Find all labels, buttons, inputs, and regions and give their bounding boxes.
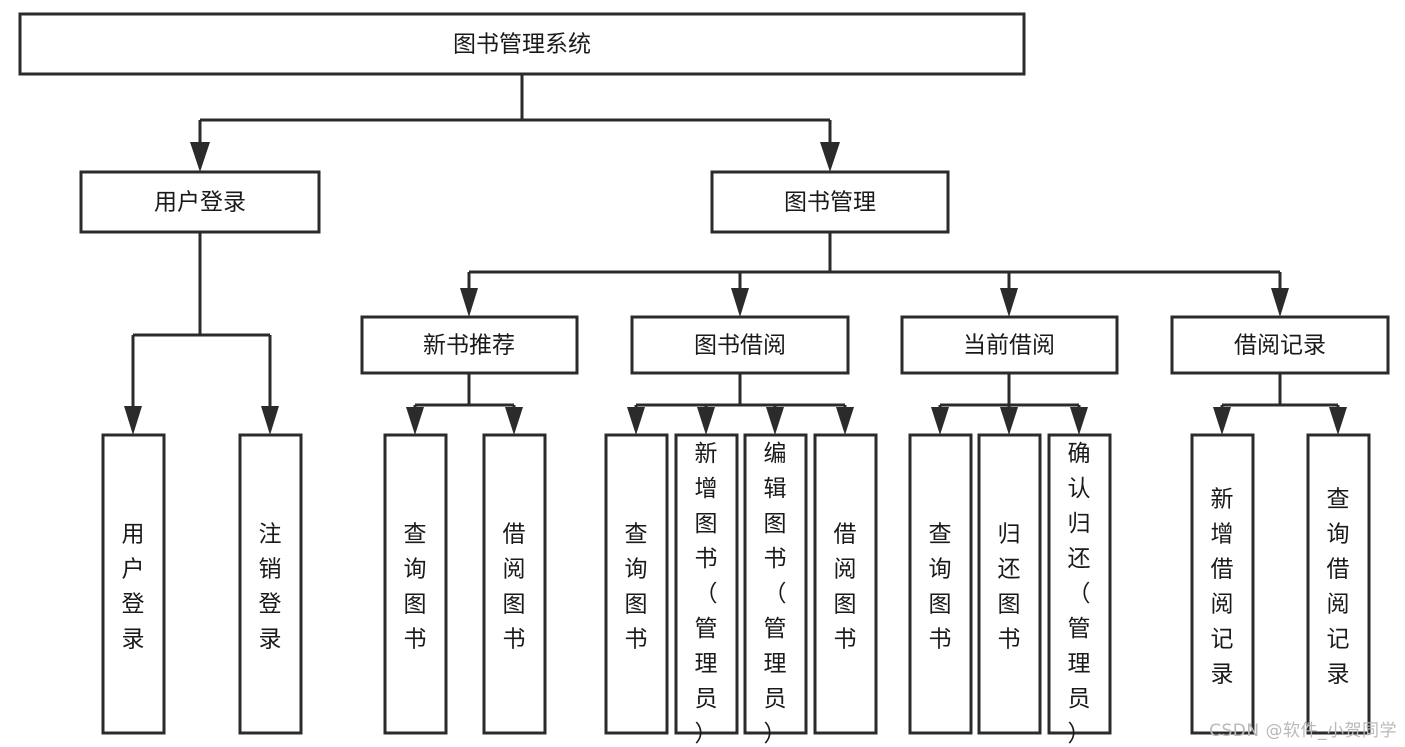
node-book-borrow[interactable]: 图书借阅 — [630, 315, 850, 375]
arrow-head-bookborrow-leaf-4 — [836, 407, 854, 435]
leaf-currentborrow-query-box[interactable] — [908, 433, 973, 735]
leaf-currentborrow-return-box[interactable] — [977, 433, 1042, 735]
node-borrow-record[interactable]: 借阅记录 — [1170, 315, 1390, 375]
leaf-node[interactable]: 新增借阅记录 — [1190, 433, 1255, 735]
leaf-node[interactable]: 新增图书（管理员） — [674, 433, 739, 747]
leaf-borrowrecord-query-label: 查询借阅记录 — [1327, 486, 1350, 687]
arrow-head-currentborrow-leaf-1 — [931, 407, 949, 435]
node-new-book-recommend-box[interactable] — [360, 315, 579, 375]
arrow-head-borrowrecord-leaf-1 — [1213, 407, 1231, 435]
leaf-newbook-query-label: 查询图书 — [404, 521, 427, 652]
node-user-login-label: 用户登录 — [154, 190, 246, 216]
node-borrow-record-label: 借阅记录 — [1234, 333, 1326, 359]
node-root[interactable]: 图书管理系统 — [18, 12, 1026, 76]
leaf-node[interactable]: 查询图书 — [383, 433, 448, 735]
leaf-node[interactable]: 借阅图书 — [482, 433, 547, 735]
leaf-logout-box[interactable] — [238, 433, 303, 735]
arrow-head-bookborrow-leaf-2 — [697, 407, 715, 435]
leaf-user-login-label: 用户登录 — [122, 521, 145, 652]
arrow-head-newbook-leaf-1 — [406, 407, 424, 435]
node-new-book-recommend[interactable]: 新书推荐 — [360, 315, 579, 375]
leaf-newbook-query-box[interactable] — [383, 433, 448, 735]
leaf-bookborrow-borrow-label: 借阅图书 — [834, 521, 857, 652]
leaf-node[interactable]: 查询借阅记录 — [1306, 433, 1371, 735]
arrow-head-borrowrecord-leaf-2 — [1329, 407, 1347, 435]
leaf-node[interactable]: 编辑图书（管理员） — [743, 433, 808, 747]
leaf-node[interactable]: 查询图书 — [908, 433, 973, 735]
node-root-label: 图书管理系统 — [453, 32, 591, 58]
node-borrow-record-box[interactable] — [1170, 315, 1390, 375]
arrow-head-bookborrow-leaf-3 — [766, 407, 784, 435]
node-book-borrow-label: 图书借阅 — [694, 333, 786, 359]
leaf-logout-label: 注销登录 — [259, 521, 282, 652]
arrow-head-currentborrow-leaf-2 — [1000, 407, 1018, 435]
leaf-newbook-borrow-label: 借阅图书 — [503, 521, 526, 652]
leaf-borrowrecord-query-box[interactable] — [1306, 433, 1371, 735]
node-user-login-box[interactable] — [79, 170, 321, 234]
leaf-bookborrow-add-label: 新增图书（管理员） — [695, 441, 718, 747]
arrow-head-newbook-leaf-2 — [505, 407, 523, 435]
connector-group — [124, 74, 1347, 435]
leaf-borrowrecord-add-box[interactable] — [1190, 433, 1255, 735]
leaf-node[interactable]: 借阅图书 — [813, 433, 878, 735]
leaf-bookborrow-edit-box[interactable] — [743, 433, 808, 735]
node-new-book-recommend-label: 新书推荐 — [423, 333, 515, 359]
arrow-head-leaf-logout — [261, 406, 279, 435]
arrow-head-currentborrow-leaf-3 — [1070, 407, 1088, 435]
leaf-node[interactable]: 用户登录 — [101, 433, 166, 735]
leaf-bookborrow-query-label: 查询图书 — [625, 521, 648, 652]
node-book-manage-box[interactable] — [710, 170, 950, 234]
leaf-bookborrow-query-box[interactable] — [604, 433, 669, 735]
arrow-head-book-borrow — [731, 288, 749, 317]
node-root-box[interactable] — [18, 12, 1026, 76]
node-book-borrow-box[interactable] — [630, 315, 850, 375]
arrow-head-new-book — [460, 288, 478, 317]
leaf-node[interactable]: 注销登录 — [238, 433, 303, 735]
leaf-newbook-borrow-box[interactable] — [482, 433, 547, 735]
node-current-borrow-label: 当前借阅 — [963, 333, 1055, 359]
arrow-head-leaf-user-login — [124, 406, 142, 435]
leaf-borrowrecord-add-label: 新增借阅记录 — [1211, 486, 1234, 687]
leaf-currentborrow-confirm-box[interactable] — [1047, 433, 1112, 735]
arrow-head-user-login — [190, 142, 210, 172]
arrow-head-current-borrow — [1000, 288, 1018, 317]
leaf-bookborrow-add-box[interactable] — [674, 433, 739, 735]
node-user-login[interactable]: 用户登录 — [79, 170, 321, 234]
node-book-manage[interactable]: 图书管理 — [710, 170, 950, 234]
node-current-borrow[interactable]: 当前借阅 — [900, 315, 1119, 375]
node-book-manage-label: 图书管理 — [784, 190, 876, 216]
leaf-user-login-box[interactable] — [101, 433, 166, 735]
leaf-node[interactable]: 确认归还（管理员） — [1047, 433, 1112, 747]
leaf-currentborrow-query-label: 查询图书 — [929, 521, 952, 652]
leaf-bookborrow-edit-label: 编辑图书（管理员） — [764, 441, 787, 747]
leaf-bookborrow-borrow-box[interactable] — [813, 433, 878, 735]
leaf-node[interactable]: 查询图书 — [604, 433, 669, 735]
arrow-head-bookborrow-leaf-1 — [627, 407, 645, 435]
arrow-head-book-manage — [820, 142, 840, 172]
node-current-borrow-box[interactable] — [900, 315, 1119, 375]
leaf-node[interactable]: 归还图书 — [977, 433, 1042, 735]
leaf-currentborrow-confirm-label: 确认归还（管理员） — [1068, 441, 1091, 747]
leaf-currentborrow-return-label: 归还图书 — [998, 521, 1021, 652]
arrow-head-borrow-record — [1271, 288, 1289, 317]
